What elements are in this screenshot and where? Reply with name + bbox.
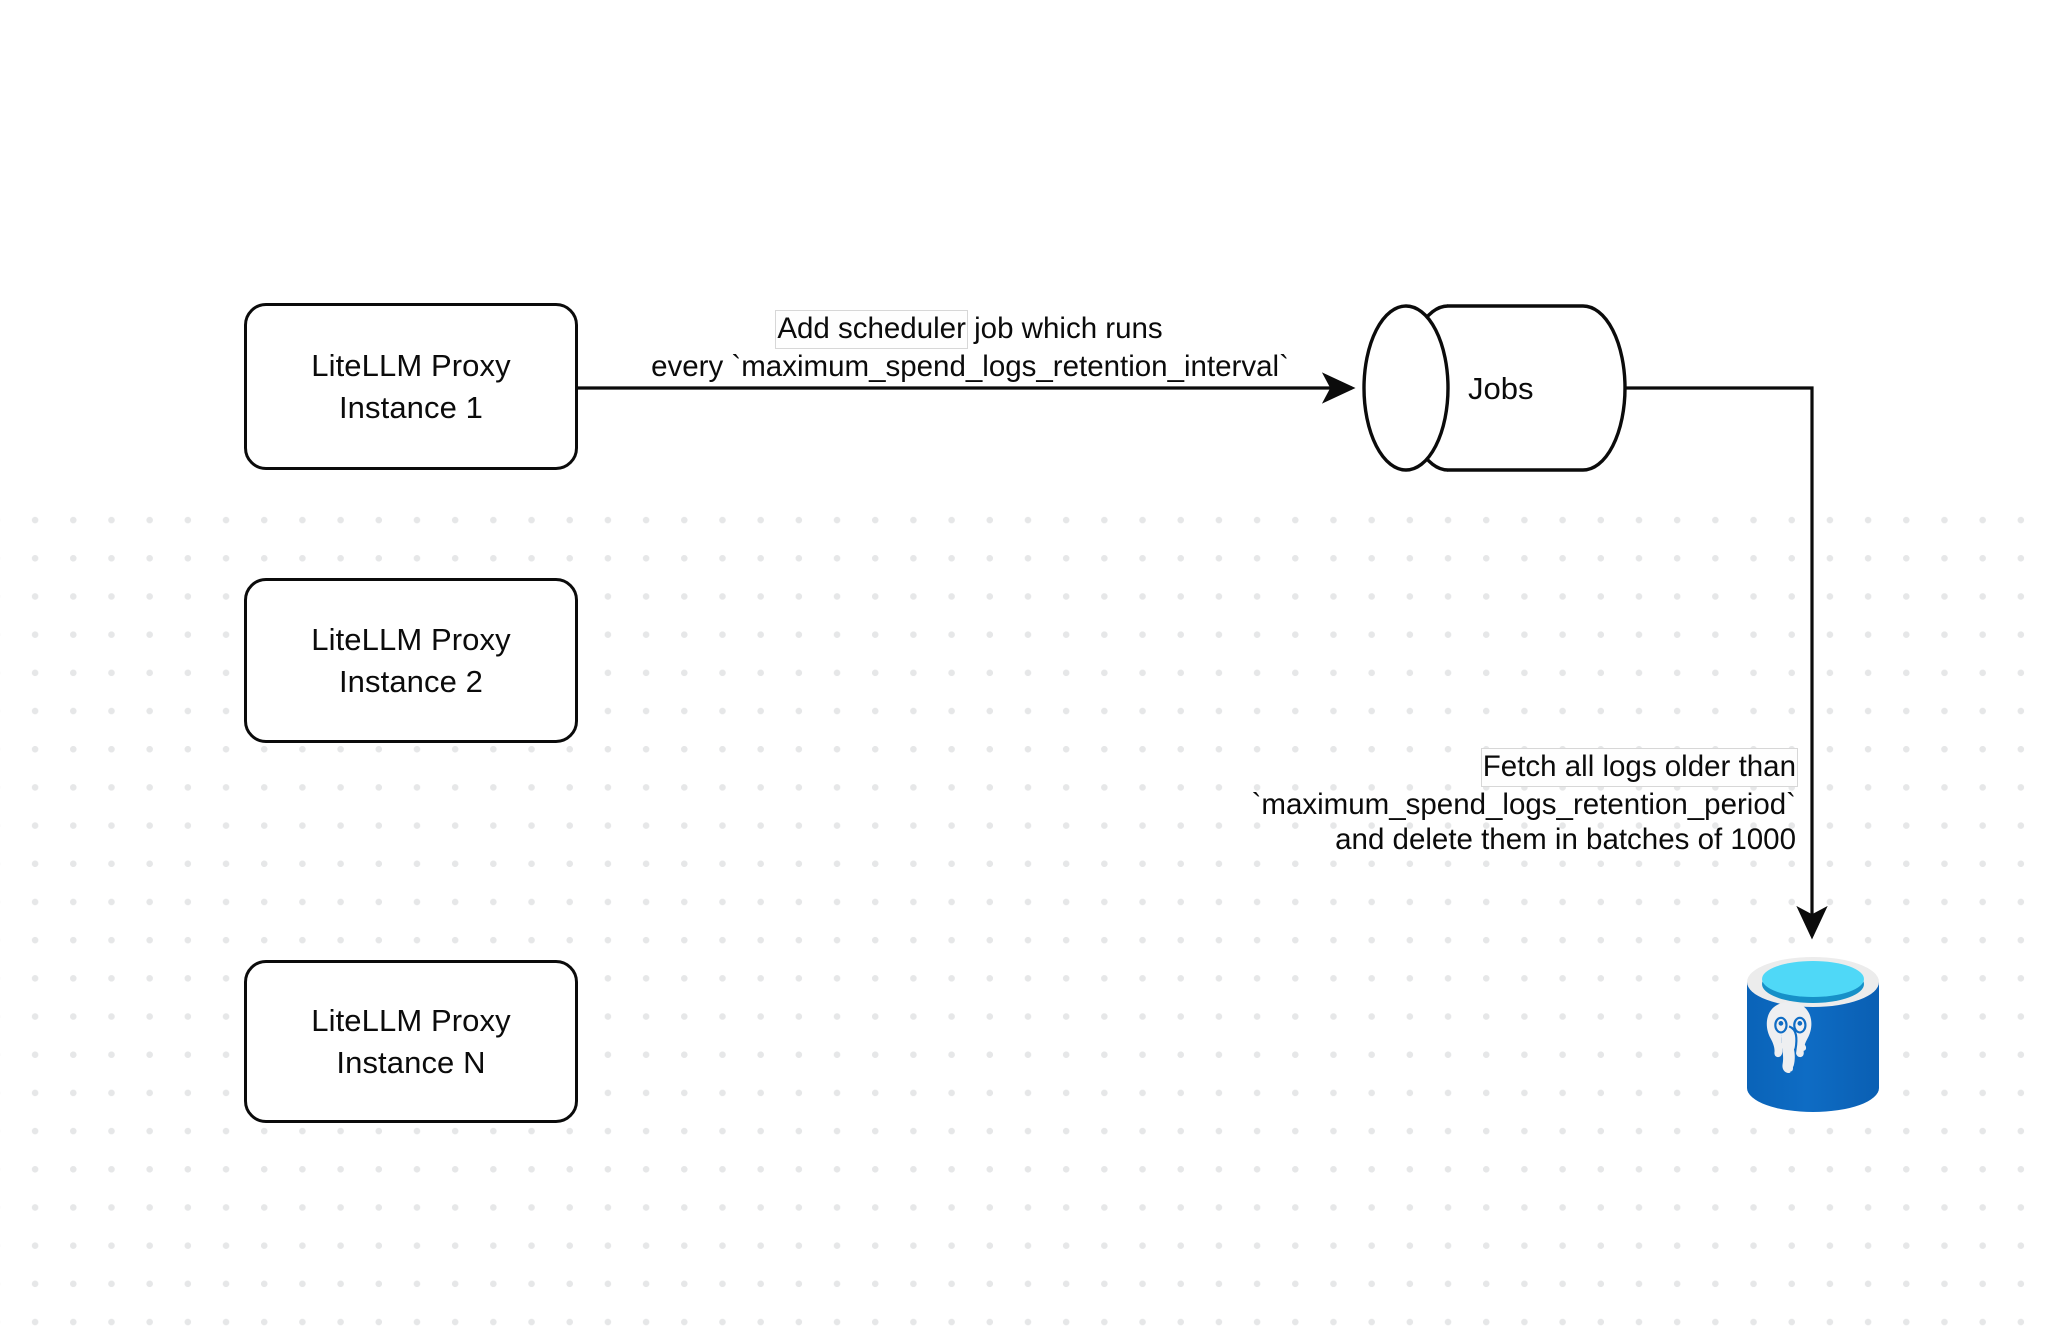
- postgresql-elephant-icon: [1747, 957, 1879, 1112]
- edge-delete-logs-label-highlight: Fetch all logs older than: [1480, 748, 1798, 787]
- edge-scheduler-label: Add scheduler job which runs every `maxi…: [620, 310, 1320, 384]
- edge-scheduler-label-line-1: Add scheduler job which runs: [620, 310, 1320, 349]
- edge-delete-logs-label-line-3: and delete them in batches of 1000: [1335, 823, 1796, 856]
- node-proxy-instance-1-line-1: LiteLLM Proxy: [311, 347, 511, 383]
- edge-delete-logs-label-line-2: `maximum_spend_logs_retention_period`: [1251, 787, 1796, 821]
- node-proxy-instance-n-line-1: LiteLLM Proxy: [311, 1002, 511, 1038]
- edge-scheduler-label-line-2: every `maximum_spend_logs_retention_inte…: [651, 349, 1289, 383]
- node-proxy-instance-1[interactable]: LiteLLM Proxy Instance 1: [244, 303, 578, 470]
- node-proxy-instance-2[interactable]: LiteLLM Proxy Instance 2: [244, 578, 578, 743]
- jobs-cylinder-shape: [1362, 304, 1627, 472]
- edge-delete-logs-label-line-1: Fetch all logs older than: [1100, 748, 1798, 787]
- node-proxy-instance-n[interactable]: LiteLLM Proxy Instance N: [244, 960, 578, 1123]
- edge-delete-logs-connector: [1583, 386, 1828, 940]
- edge-scheduler-label-line-1-rest: job which runs: [965, 312, 1163, 345]
- node-proxy-instance-2-line-1: LiteLLM Proxy: [311, 621, 511, 657]
- node-proxy-instance-n-line-2: Instance N: [336, 1044, 486, 1080]
- edge-delete-logs-label: Fetch all logs older than `maximum_spend…: [1100, 748, 1798, 858]
- edge-scheduler-label-highlight: Add scheduler: [775, 310, 968, 349]
- node-jobs-label: Jobs: [1468, 371, 1534, 406]
- node-proxy-instance-1-line-2: Instance 1: [338, 389, 484, 425]
- node-proxy-instance-2-line-2: Instance 2: [338, 663, 484, 699]
